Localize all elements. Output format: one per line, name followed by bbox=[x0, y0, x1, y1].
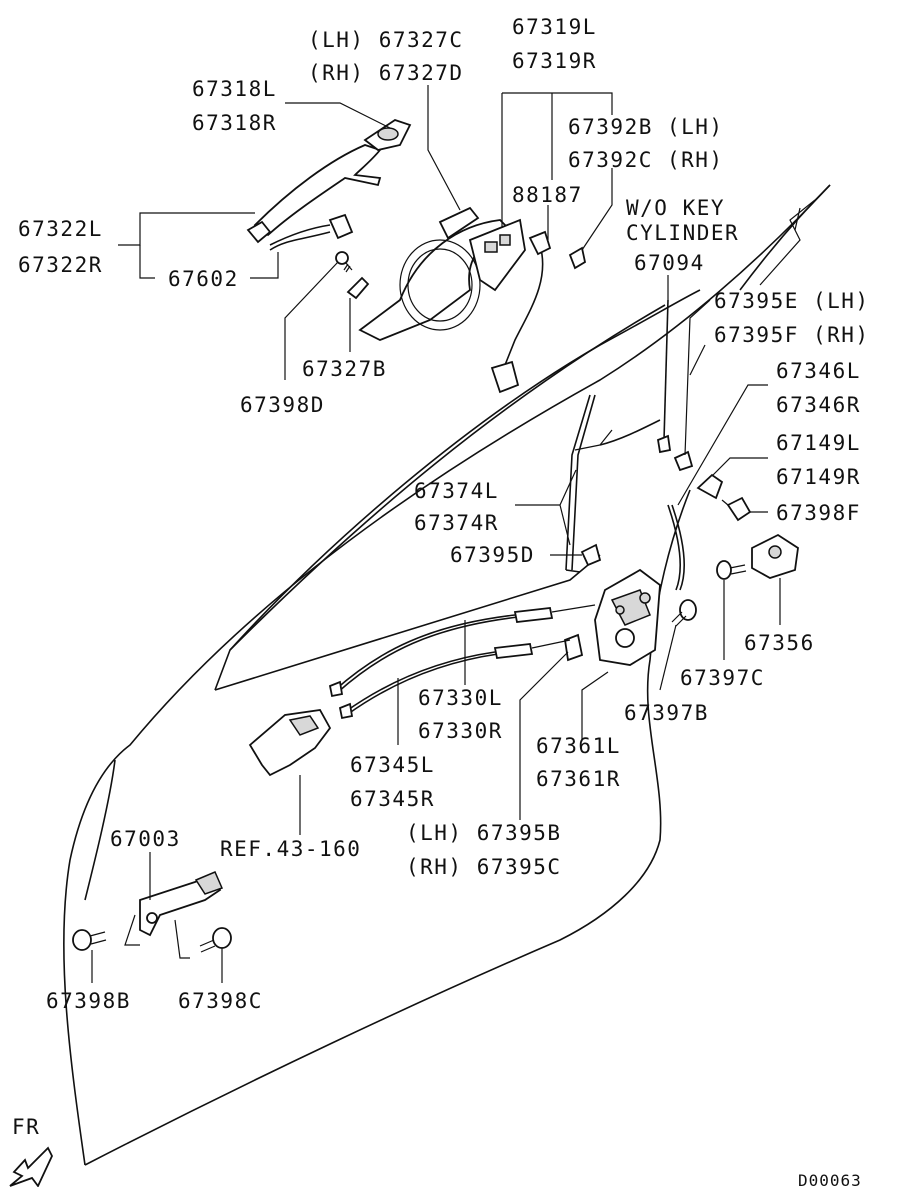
label-67345R: 67345R bbox=[350, 787, 435, 811]
rod-67374 bbox=[565, 394, 596, 573]
label-67346R: 67346R bbox=[776, 393, 861, 417]
label-67322R: 67322R bbox=[18, 253, 103, 277]
label-67322L: 67322L bbox=[18, 217, 103, 241]
label-67398F: 67398F bbox=[776, 501, 861, 525]
label-67003: 67003 bbox=[110, 827, 181, 851]
front-direction-arrow bbox=[9, 1146, 53, 1187]
label-67395D: 67395D bbox=[450, 543, 535, 567]
label-67395B: (LH) 67395B bbox=[406, 821, 562, 845]
screw-67398D bbox=[335, 251, 353, 273]
label-67398D: 67398D bbox=[240, 393, 325, 417]
bolt-67398B bbox=[72, 929, 107, 951]
label-67149L: 67149L bbox=[776, 431, 861, 455]
label-67327B: 67327B bbox=[302, 357, 387, 381]
rod-67346 bbox=[667, 504, 685, 591]
label-67319L: 67319L bbox=[512, 15, 597, 39]
door-check-67003 bbox=[139, 871, 224, 937]
label-67361R: 67361R bbox=[536, 767, 621, 791]
bolt-67398C bbox=[199, 927, 232, 953]
striker-67356 bbox=[751, 533, 799, 579]
label-67602: 67602 bbox=[168, 267, 239, 291]
label-67318L: 67318L bbox=[192, 77, 277, 101]
clip-67395E bbox=[673, 450, 694, 472]
label-67149R: 67149R bbox=[776, 465, 861, 489]
label-67346L: 67346L bbox=[776, 359, 861, 383]
label-67318R: 67318R bbox=[192, 111, 277, 135]
label-67395C: (RH) 67395C bbox=[406, 855, 562, 879]
label-67374R: 67374R bbox=[414, 511, 499, 535]
label-67330R: 67330R bbox=[418, 719, 503, 743]
label-67319R: 67319R bbox=[512, 49, 597, 73]
part-labels: (LH) 67327C (RH) 67327D 67319L 67319R 67… bbox=[12, 15, 870, 1187]
label-wo-key: W/O KEY bbox=[626, 196, 725, 220]
handle-frame bbox=[358, 218, 526, 341]
label-cylinder: CYLINDER bbox=[626, 221, 739, 245]
label-ref-43-160: REF.43-160 bbox=[220, 837, 361, 861]
clip-67392 bbox=[568, 246, 587, 270]
label-67395F: 67395F (RH) bbox=[714, 323, 870, 347]
bracket-67149 bbox=[696, 473, 724, 500]
link-rod-67602 bbox=[269, 213, 354, 251]
handle-cover-67327 bbox=[438, 206, 480, 240]
screw-67397C bbox=[716, 560, 747, 580]
cables-67330-67345 bbox=[328, 604, 596, 720]
label-67374L: 67374L bbox=[414, 479, 499, 503]
label-67345L: 67345L bbox=[350, 753, 435, 777]
inside-handle bbox=[248, 709, 332, 777]
label-88187: 88187 bbox=[512, 183, 583, 207]
label-67327C: (LH) 67327C bbox=[308, 28, 464, 52]
label-67327D: (RH) 67327D bbox=[308, 61, 464, 85]
label-67356: 67356 bbox=[744, 631, 815, 655]
label-67392B: 67392B (LH) bbox=[568, 115, 724, 139]
bolt-67398F bbox=[721, 496, 752, 522]
clip-67395D bbox=[580, 543, 602, 567]
door-latch-67361 bbox=[594, 568, 661, 666]
label-67094: 67094 bbox=[634, 251, 705, 275]
leader-lines bbox=[91, 85, 781, 983]
cable-88187 bbox=[490, 230, 552, 394]
rod-67094 bbox=[656, 299, 672, 454]
label-67361L: 67361L bbox=[536, 734, 621, 758]
label-67395E: 67395E (LH) bbox=[714, 289, 870, 313]
label-67398B: 67398B bbox=[46, 989, 131, 1013]
label-67398C: 67398C bbox=[178, 989, 263, 1013]
label-67392C: 67392C (RH) bbox=[568, 148, 724, 172]
label-fr: FR bbox=[12, 1115, 40, 1139]
label-67330L: 67330L bbox=[418, 686, 503, 710]
clip-67395B bbox=[564, 633, 584, 662]
label-67397B: 67397B bbox=[624, 701, 709, 725]
clip-67327B bbox=[346, 276, 370, 300]
outside-handle-67318 bbox=[246, 119, 412, 244]
bolt-67397B bbox=[671, 599, 697, 627]
diagram-code: D00063 bbox=[798, 1171, 862, 1187]
label-67397C: 67397C bbox=[680, 666, 765, 690]
